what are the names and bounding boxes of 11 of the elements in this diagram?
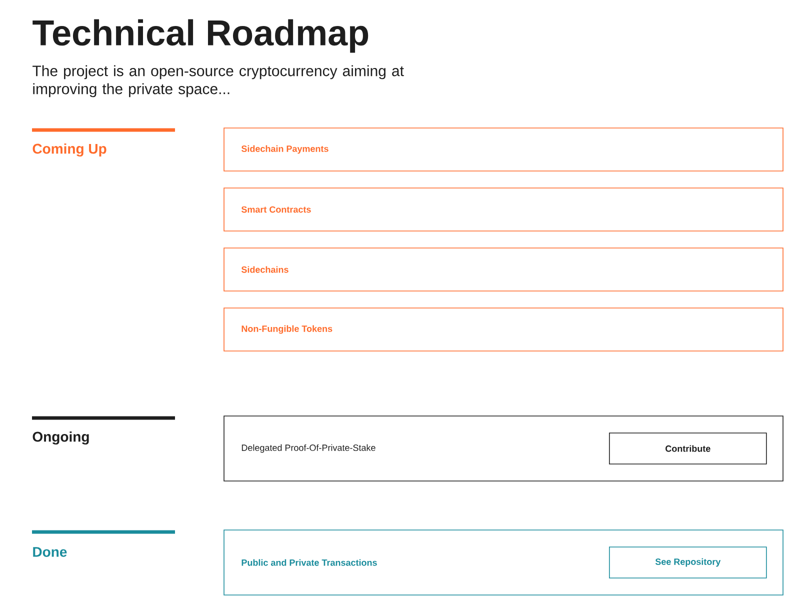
section-heading: Coming Up <box>32 143 106 157</box>
description: The project is an open-source cryptocurrency aiming at improving the private space... <box>32 65 404 98</box>
button: See Repository <box>609 546 767 578</box>
section-heading: Done <box>33 547 67 557</box>
roadmap-item-box: Smart Contracts <box>224 188 784 232</box>
roadmap-item-box: Non-Fungible Tokens <box>224 308 784 352</box>
button: Contribute <box>609 432 767 464</box>
title: Technical Roadmap <box>32 19 368 53</box>
section-heading: Ongoing <box>32 431 89 445</box>
roadmap-item-box: Sidechain Payments <box>224 128 784 172</box>
roadmap-item-box: Sidechains <box>224 248 784 292</box>
